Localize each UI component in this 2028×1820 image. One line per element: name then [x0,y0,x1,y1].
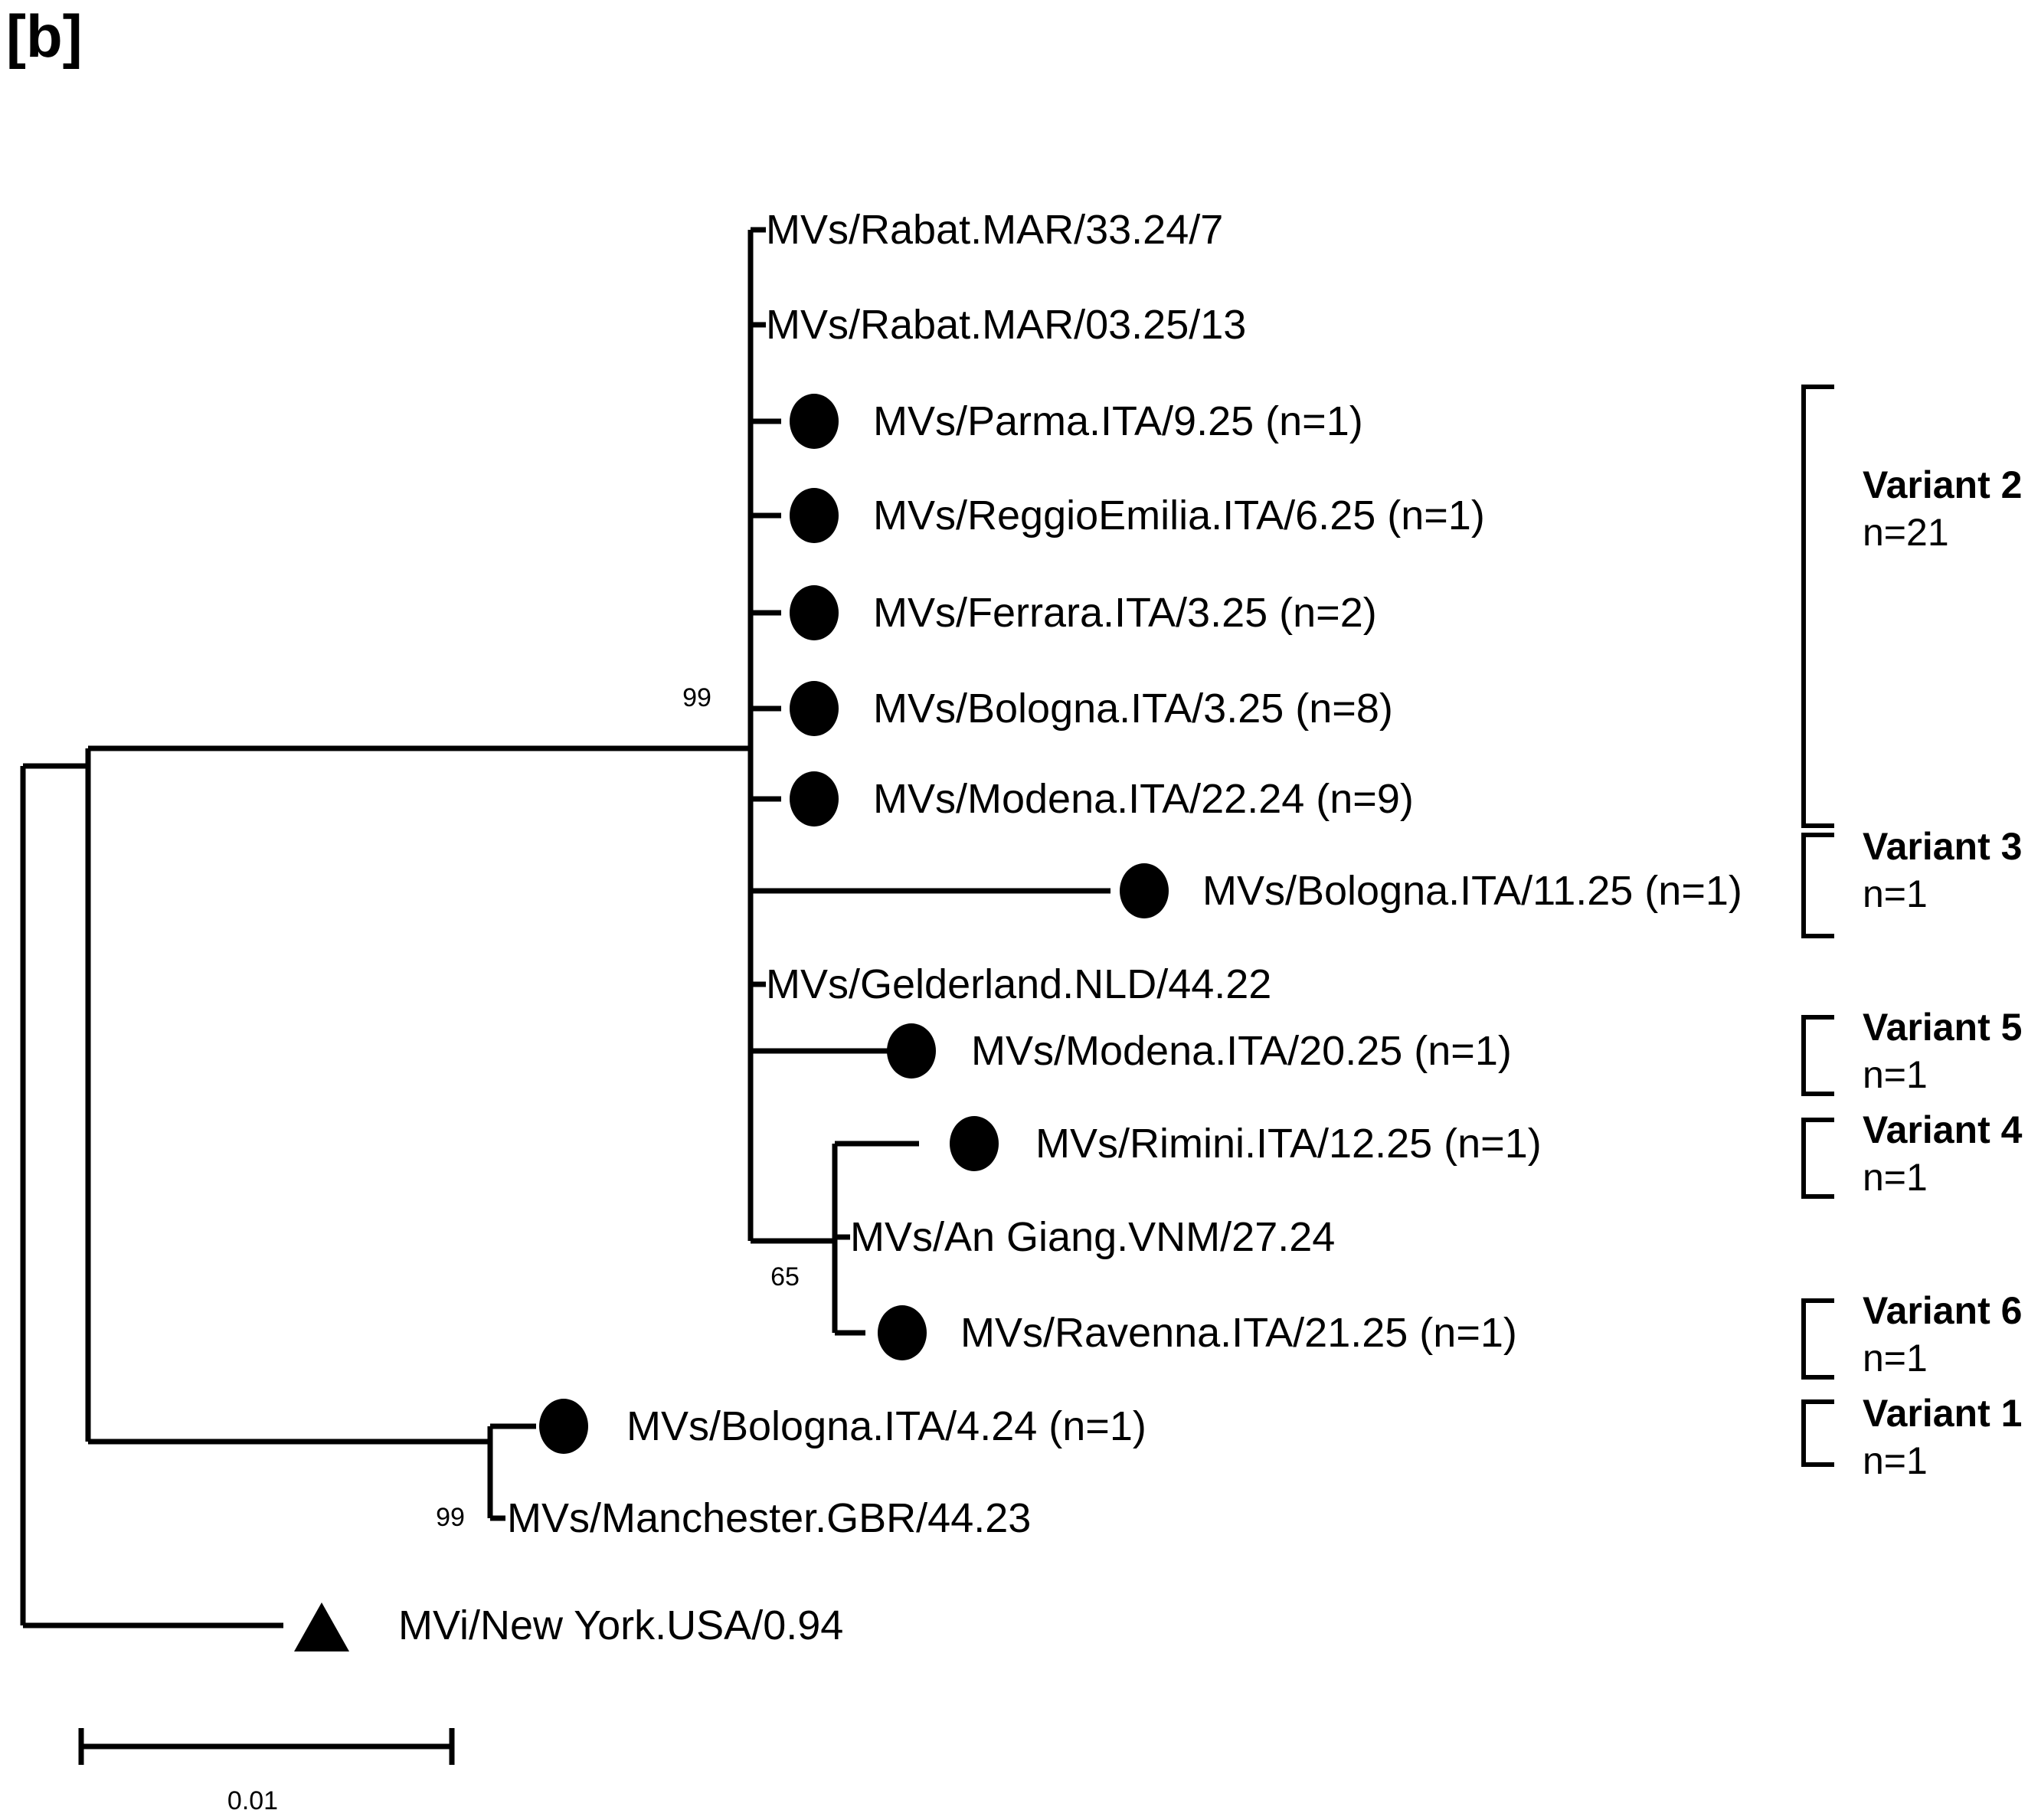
variant-title: Variant 3 [1863,825,2022,868]
variant-title: Variant 6 [1863,1289,2022,1332]
variant-bracket [1801,833,1834,938]
panel-label: [b] [6,2,83,70]
scale-bar [78,1728,455,1765]
taxon-label: MVs/Parma.ITA/9.25 (n=1) [873,398,1363,444]
variant-brackets [1801,385,1834,1467]
variant-count: n=1 [1863,1156,1928,1199]
variant-title: Variant 5 [1863,1006,2022,1049]
taxon-label: MVs/Ravenna.ITA/21.25 (n=1) [960,1310,1517,1356]
taxon-label: MVs/An Giang.VNM/27.24 [850,1214,1335,1260]
bootstrap-values: 99 65 99 [436,683,800,1532]
filled-circle-icon [1120,863,1169,918]
taxon-label: MVi/New York.USA/0.94 [398,1602,843,1648]
variant-bracket [1801,1015,1834,1096]
taxon-label: MVs/Bologna.ITA/3.25 (n=8) [873,686,1393,732]
variant-count: n=1 [1863,872,1928,915]
variant-bracket [1801,1399,1834,1467]
taxon-label: MVs/Modena.ITA/22.24 (n=9) [873,776,1414,822]
bootstrap-value: 65 [770,1262,800,1291]
filled-circle-icon [790,585,839,640]
bootstrap-value: 99 [436,1503,465,1532]
filled-circle-icon [950,1116,999,1171]
variant-count: n=1 [1863,1337,1928,1380]
scale-bar-label: 0.01 [227,1786,278,1815]
variant-title: Variant 4 [1863,1108,2023,1151]
variant-count: n=21 [1863,511,1949,554]
filled-circle-icon [878,1305,927,1360]
variant-title: Variant 2 [1863,463,2022,506]
filled-circle-icon [790,771,839,827]
taxon-label: MVs/Modena.ITA/20.25 (n=1) [971,1028,1512,1074]
filled-circle-icon [790,394,839,449]
variant-count: n=1 [1863,1439,1928,1482]
taxon-label: MVs/Bologna.ITA/11.25 (n=1) [1202,868,1742,914]
filled-circle-icon [790,681,839,736]
tree-branches [20,227,1110,1629]
taxon-labels: MVs/Rabat.MAR/33.24/7 MVs/Rabat.MAR/03.2… [398,207,1742,1648]
variant-bracket [1801,1298,1834,1380]
taxon-label: MVs/Rabat.MAR/03.25/13 [766,302,1246,348]
variant-title: Variant 1 [1863,1392,2022,1435]
variant-bracket [1801,385,1834,828]
taxon-label: MVs/Gelderland.NLD/44.22 [766,961,1271,1007]
variant-bracket [1801,1118,1834,1199]
tip-markers [294,394,1169,1651]
taxon-label: MVs/Bologna.ITA/4.24 (n=1) [626,1403,1146,1449]
taxon-label: MVs/Manchester.GBR/44.23 [507,1495,1031,1541]
taxon-label: MVs/ReggioEmilia.ITA/6.25 (n=1) [873,493,1485,538]
filled-triangle-icon [294,1602,349,1651]
taxon-label: MVs/Rabat.MAR/33.24/7 [766,207,1223,253]
taxon-label: MVs/Rimini.ITA/12.25 (n=1) [1035,1121,1542,1167]
variant-labels: Variant 2 n=21 Variant 3 n=1 Variant 5 n… [1863,463,2023,1482]
variant-count: n=1 [1863,1053,1928,1096]
filled-circle-icon [887,1023,936,1079]
filled-circle-icon [790,488,839,543]
bootstrap-value: 99 [682,683,711,712]
filled-circle-icon [539,1399,588,1454]
taxon-label: MVs/Ferrara.ITA/3.25 (n=2) [873,590,1377,636]
